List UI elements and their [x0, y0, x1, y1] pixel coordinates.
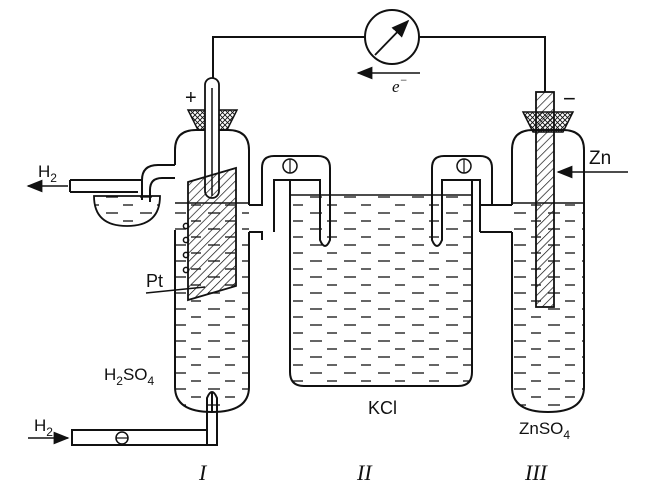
gas-bubble	[182, 236, 190, 244]
h2-in-label: H2	[34, 416, 53, 439]
vessel-3-wall	[511, 129, 585, 414]
galvanometer	[364, 9, 420, 65]
h2-out-label: H2	[38, 162, 57, 185]
vessel-3-zinc-electrode	[480, 91, 628, 414]
zn-label: Zn	[589, 148, 611, 169]
vessel-1-hydrogen-electrode	[26, 77, 263, 446]
vessel-2-wall	[289, 180, 473, 387]
pt-label: Pt	[146, 271, 163, 291]
outlet-tube	[141, 164, 175, 200]
pt-leader	[145, 286, 206, 294]
wire-right	[419, 36, 546, 92]
galvanometer-needle	[374, 19, 410, 56]
h2-inlet-tube	[71, 391, 218, 446]
cathode-minus-sign: −	[563, 86, 576, 111]
znso4-label: ZnSO4	[519, 419, 570, 442]
gas-bubble	[182, 266, 190, 274]
salt-bridge-right	[431, 155, 493, 247]
gas-bubble	[182, 222, 190, 230]
vessel-2-kcl	[261, 155, 493, 387]
vessel-1-label: I	[198, 460, 208, 485]
kcl-solution	[290, 195, 472, 386]
vessel-2-label: II	[356, 460, 373, 485]
vessel-3-label: III	[524, 460, 549, 485]
kcl-label: KCl	[368, 398, 397, 418]
external-circuit: e−	[212, 9, 546, 96]
bubbler-dish	[93, 195, 161, 227]
zinc-rod	[535, 91, 555, 308]
wire-left	[212, 36, 365, 88]
platinum-plate	[187, 166, 237, 302]
h2-outlet-tube	[69, 179, 142, 193]
salt-bridge-left	[261, 155, 331, 247]
anode-plus-sign: +	[185, 87, 197, 109]
electron-label: e−	[392, 73, 408, 96]
h2so4-label: H2SO4	[104, 365, 155, 388]
gas-bubble	[182, 251, 190, 259]
